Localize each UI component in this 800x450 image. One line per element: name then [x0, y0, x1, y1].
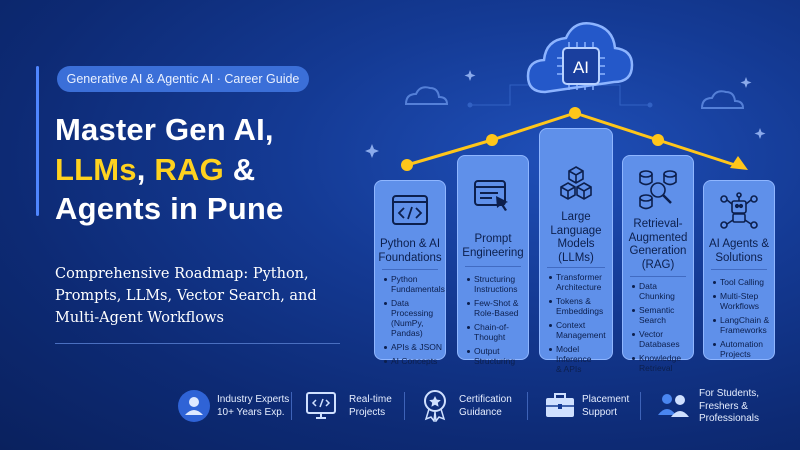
list-item: AI Concepts [383, 356, 442, 366]
list-item: Few-Shot &Role-Based [466, 298, 525, 318]
headline-line-2: LLMs, RAG & [55, 152, 256, 187]
briefcase-icon [546, 393, 574, 417]
headline-rag: RAG [154, 152, 224, 187]
code-window-icon [392, 195, 428, 225]
list-item: Data Processing(NumPy, Pandas) [383, 298, 442, 338]
headline-llms: LLMs [55, 152, 137, 187]
sparkle-icon [740, 77, 752, 88]
ai-cloud-icon: AI [526, 22, 634, 94]
arrow-head-icon [730, 156, 748, 170]
sparkle-icon [464, 70, 476, 81]
browser-cursor-icon [474, 180, 508, 211]
feature-separator [640, 392, 641, 420]
cubes-icon [560, 166, 592, 200]
subtitle-line-1: Comprehensive Roadmap: Python, [55, 266, 309, 282]
small-cloud-left [404, 86, 449, 105]
award-badge-icon [424, 390, 446, 422]
list-item: Tokens &Embeddings [548, 296, 609, 316]
group-users-icon [658, 394, 689, 417]
expert-user-icon [178, 390, 210, 422]
node-dot [569, 107, 581, 119]
list-item: Model Inference& APIs [548, 344, 609, 374]
headline-line-1: Master Gen AI, [55, 112, 274, 147]
database-search-icon [639, 170, 677, 210]
accent-bar [36, 66, 39, 216]
sparkle-icon [754, 128, 766, 139]
sparkle-icon [365, 144, 379, 158]
node-dot [486, 134, 498, 146]
feature-audience: For Students,Freshers &Professionals [699, 388, 760, 424]
feature-separator [404, 392, 405, 420]
feature-separator [291, 392, 292, 420]
monitor-code-icon [306, 392, 336, 419]
category-badge: Generative AI & Agentic AI · Career Guid… [57, 66, 309, 92]
node-dot [652, 134, 664, 146]
feature-separator [527, 392, 528, 420]
ai-chip-label: AI [573, 58, 589, 77]
list-item: APIs & JSON [383, 342, 442, 352]
subtitle-line-2: Prompts, LLMs, Vector Search, and [55, 288, 317, 304]
list-item: LangChain &Frameworks [712, 315, 771, 335]
roadmap-card-agents: AI Agents &Solutions Tool Calling Multi-… [703, 180, 775, 360]
small-cloud-right [700, 90, 745, 109]
list-item: Tool Calling [712, 277, 771, 287]
subtitle-line-3: Multi-Agent Workflows [55, 310, 224, 326]
card-title: AI Agents &Solutions [708, 238, 770, 264]
list-item: Data Chunking [631, 281, 690, 301]
node-dot [401, 159, 413, 171]
headline-line-3: Agents in Pune [55, 191, 284, 226]
robot-network-icon [720, 192, 758, 229]
list-item: Chain-of-Thought [466, 322, 525, 342]
divider [55, 343, 340, 344]
